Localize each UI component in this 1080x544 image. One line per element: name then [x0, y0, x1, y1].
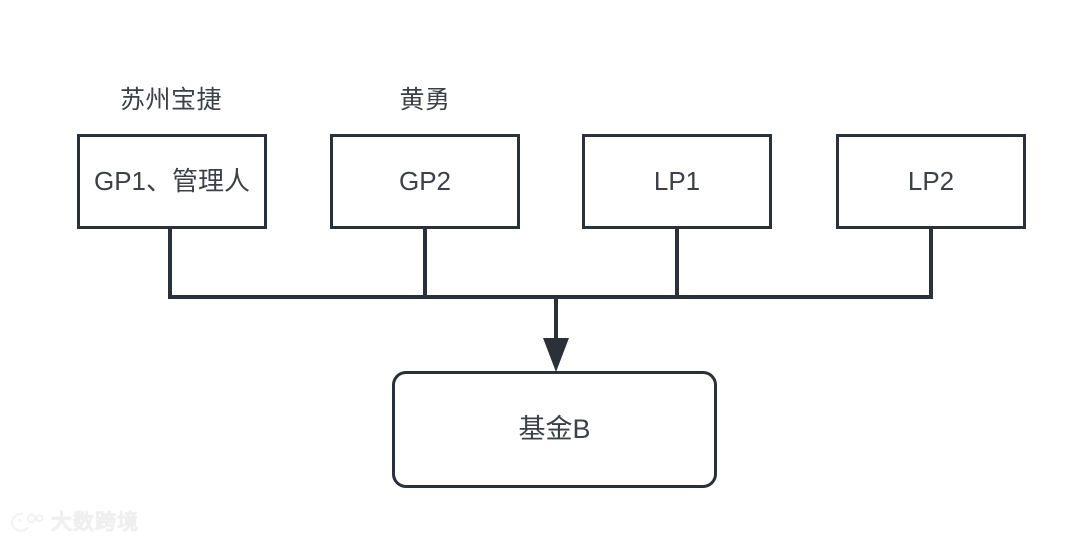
entity-box-gp1[interactable]: GP1、管理人	[77, 134, 267, 229]
entity-box-lp2-label: LP2	[907, 165, 955, 196]
arrow-head-icon	[543, 338, 569, 372]
entity-box-gp1-label: GP1、管理人	[93, 165, 251, 196]
entity-box-gp2[interactable]: GP2	[330, 134, 520, 229]
entity-box-lp2[interactable]: LP2	[836, 134, 1026, 229]
entity-box-lp1[interactable]: LP1	[582, 134, 772, 229]
entity-box-gp2-label: GP2	[398, 165, 452, 196]
entity-box-lp1-label: LP1	[653, 165, 701, 196]
owner-caption-huangyong: 黄勇	[399, 86, 451, 114]
entity-box-fund-b[interactable]: 基金B	[392, 371, 717, 488]
owner-caption-suzhou-baojie: 苏州宝捷	[119, 86, 222, 114]
entity-box-fund-b-label: 基金B	[518, 414, 591, 445]
